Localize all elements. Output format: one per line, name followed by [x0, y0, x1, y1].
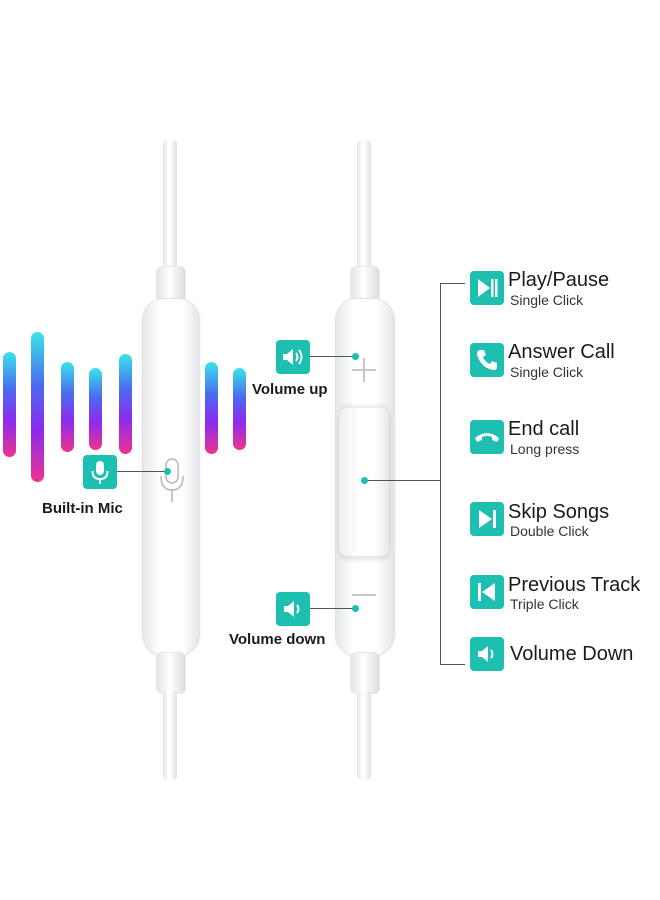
mic-callout-dot — [164, 468, 171, 475]
wave-bar — [89, 368, 102, 450]
wave-bar — [119, 354, 132, 454]
volume-up-callout-line — [310, 356, 354, 357]
volume-down-callout-line — [310, 608, 354, 609]
mic-callout-line — [117, 471, 165, 472]
function-subtitle: Double Click — [510, 523, 589, 539]
cable-collar — [350, 266, 380, 302]
wave-bar — [61, 362, 74, 452]
wave-bar — [233, 368, 246, 450]
function-bracket — [440, 283, 465, 665]
cable — [357, 690, 371, 780]
wave-bar — [3, 352, 16, 457]
function-subtitle: Triple Click — [510, 596, 579, 612]
function-title: Previous Track — [508, 574, 641, 596]
function-title: Play/Pause — [508, 269, 610, 291]
speaker-low-icon — [276, 592, 310, 626]
function-title: Volume Down — [510, 643, 634, 665]
phone-hangup-icon — [470, 420, 504, 454]
volume-down-callout-dot — [352, 605, 359, 612]
mic-icon — [83, 455, 117, 489]
center-button-dot — [361, 477, 368, 484]
cable — [357, 140, 371, 270]
function-title: Skip Songs — [508, 501, 610, 523]
cable-collar — [156, 652, 186, 694]
function-subtitle: Single Click — [510, 292, 584, 308]
speaker-icon — [470, 637, 504, 671]
volume-up-label: Volume up — [252, 381, 328, 398]
mic-outline-icon — [160, 458, 184, 502]
plus-icon — [352, 358, 376, 382]
function-title: Answer Call — [508, 341, 615, 363]
volume-up-callout-dot — [352, 353, 359, 360]
cable-collar — [156, 266, 186, 302]
cable — [163, 140, 177, 270]
center-button-callout-line — [368, 480, 441, 481]
function-subtitle: Single Click — [510, 364, 584, 380]
skip-previous-icon — [470, 575, 504, 609]
minus-icon — [352, 594, 376, 596]
cable — [163, 690, 177, 780]
function-subtitle: Long press — [510, 441, 580, 457]
skip-next-icon — [470, 502, 504, 536]
function-title: End call — [508, 418, 580, 440]
wave-bar — [31, 332, 44, 482]
play-pause-icon — [470, 271, 504, 305]
mic-remote — [142, 298, 200, 656]
built-in-mic-label: Built-in Mic — [42, 500, 123, 517]
volume-down-label: Volume down — [229, 631, 326, 648]
cable-collar — [350, 652, 380, 694]
speaker-icon — [276, 340, 310, 374]
wave-bar — [205, 362, 218, 454]
phone-answer-icon — [470, 343, 504, 377]
